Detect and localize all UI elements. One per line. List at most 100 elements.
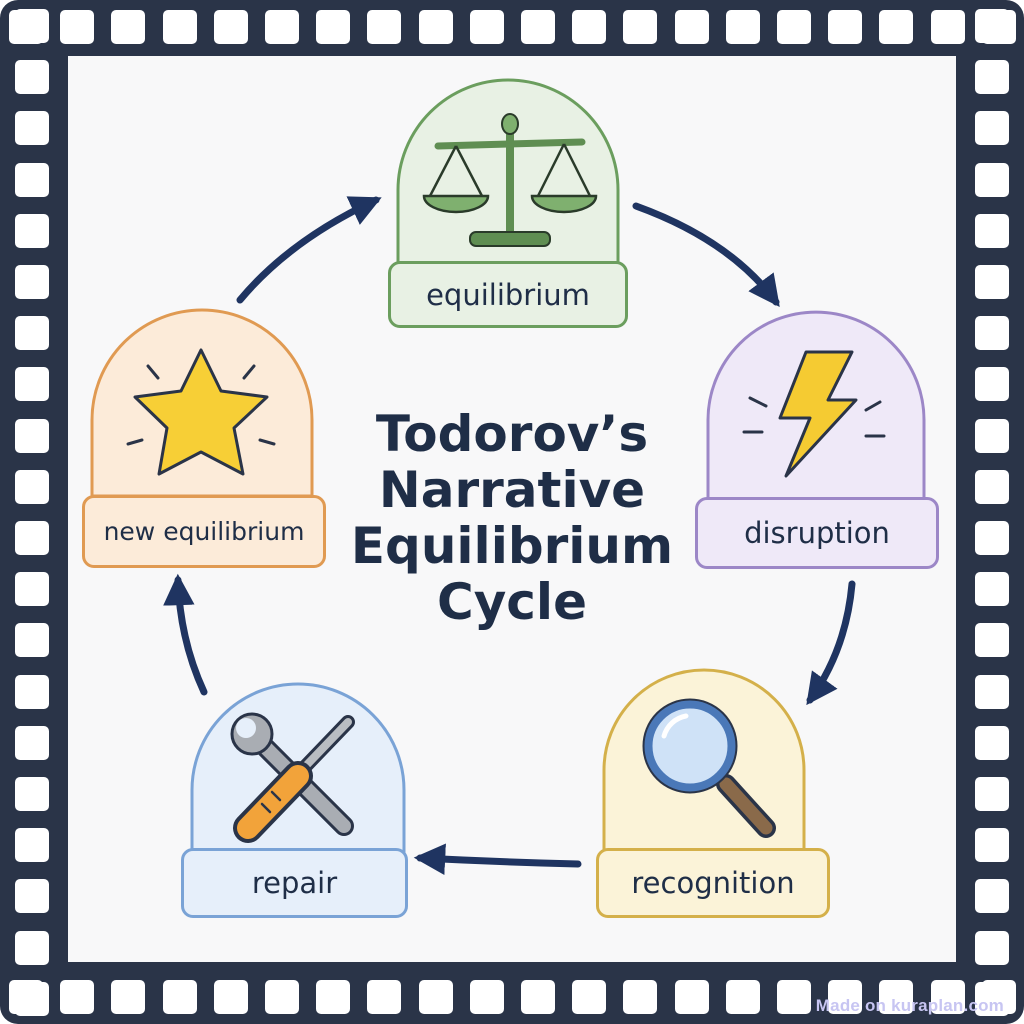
sprocket-hole [15, 419, 49, 453]
sprocket-hole [975, 419, 1009, 453]
sprocket-hole [111, 10, 145, 44]
title-line-1: Todorov’s [375, 405, 649, 463]
arrow-disruption-to-recognition [806, 580, 856, 706]
sprocket-hole [214, 980, 248, 1014]
sprocket-hole [975, 265, 1009, 299]
sprocket-hole [828, 980, 862, 1014]
sprocket-hole [316, 980, 350, 1014]
sprocket-hole [15, 9, 49, 43]
sprocket-hole [15, 777, 49, 811]
sprocket-hole [15, 828, 49, 862]
sprocket-hole [879, 980, 913, 1014]
repair-node [190, 682, 406, 858]
title-line-4: Cycle [437, 573, 587, 631]
sprocket-hole [975, 675, 1009, 709]
sprocket-hole [982, 10, 1016, 44]
new-equilibrium-node [90, 308, 314, 498]
wrench-screwdriver-icon [230, 712, 355, 843]
sprocket-hole [975, 521, 1009, 555]
sprocket-hole [975, 572, 1009, 606]
sprocket-hole [726, 980, 760, 1014]
disruption-node [706, 310, 926, 508]
sprocket-hole [777, 10, 811, 44]
sprocket-hole [675, 980, 709, 1014]
recognition-node [602, 668, 806, 858]
arrow-new-equilibrium-to-equilibrium [236, 196, 382, 304]
balance-scale-icon [422, 113, 598, 247]
sprocket-hole [675, 10, 709, 44]
sprocket-hole [265, 980, 299, 1014]
watermark: Made on kuraplan.com [815, 996, 1004, 1015]
new-equilibrium-label: new equilibrium [82, 495, 326, 568]
arrow-repair-to-new-equilibrium [163, 573, 208, 696]
sprocket-hole [15, 572, 49, 606]
sprocket-hole [931, 980, 965, 1014]
sprocket-hole [214, 10, 248, 44]
sprocket-hole [15, 726, 49, 760]
sprocket-hole [931, 10, 965, 44]
sprocket-hole [316, 10, 350, 44]
sprocket-hole [521, 980, 555, 1014]
sprocket-hole [15, 982, 49, 1016]
sprocket-hole [15, 111, 49, 145]
sprocket-hole [111, 980, 145, 1014]
equilibrium-label: equilibrium [388, 261, 628, 328]
sprocket-hole [623, 10, 657, 44]
sprocket-hole [367, 980, 401, 1014]
sprocket-hole [975, 931, 1009, 965]
sprocket-hole [975, 726, 1009, 760]
sprocket-hole [521, 10, 555, 44]
sprocket-hole [419, 980, 453, 1014]
sprocket-hole [367, 10, 401, 44]
sprocket-hole [470, 980, 504, 1014]
sprocket-hole [15, 879, 49, 913]
sprocket-hole [15, 521, 49, 555]
arrow-equilibrium-to-disruption [632, 202, 780, 308]
lightning-bolt-icon [742, 350, 886, 478]
sprocket-hole [15, 214, 49, 248]
equilibrium-node [396, 78, 620, 272]
sprocket-hole [975, 111, 1009, 145]
diagram-title: Todorov’s Narrative Equilibrium Cycle [312, 406, 712, 630]
sprocket-hole [726, 10, 760, 44]
star-icon [126, 348, 276, 476]
sprocket-hole [975, 777, 1009, 811]
sprocket-hole [60, 10, 94, 44]
sprocket-hole [572, 10, 606, 44]
sprocket-hole [470, 10, 504, 44]
sprocket-hole [15, 60, 49, 94]
film-sprocket-holes [9, 9, 1016, 1016]
sprocket-hole [15, 675, 49, 709]
cycle-arrows [163, 196, 856, 875]
sprocket-hole [777, 980, 811, 1014]
repair-label: repair [181, 848, 408, 918]
sprocket-hole [15, 316, 49, 350]
disruption-label: disruption [695, 497, 939, 569]
sprocket-hole [623, 980, 657, 1014]
sprocket-hole [975, 163, 1009, 197]
sprocket-hole [15, 163, 49, 197]
sprocket-hole [975, 623, 1009, 657]
sprocket-hole [975, 367, 1009, 401]
title-line-2: Narrative [378, 461, 646, 519]
sprocket-hole [975, 982, 1009, 1016]
arrow-recognition-to-repair [413, 843, 582, 875]
sprocket-hole [163, 980, 197, 1014]
sprocket-hole [419, 10, 453, 44]
sprocket-hole [975, 879, 1009, 913]
sprocket-hole [975, 828, 1009, 862]
sprocket-hole [15, 931, 49, 965]
sprocket-hole [879, 10, 913, 44]
sprocket-hole [15, 265, 49, 299]
sprocket-hole [975, 60, 1009, 94]
sprocket-hole [975, 214, 1009, 248]
magnifying-glass-icon [642, 698, 776, 838]
recognition-label: recognition [596, 848, 830, 918]
sprocket-hole [975, 470, 1009, 504]
sprocket-hole [163, 10, 197, 44]
sprocket-hole [265, 10, 299, 44]
sprocket-hole [975, 316, 1009, 350]
title-line-3: Equilibrium [350, 517, 674, 575]
sprocket-hole [15, 367, 49, 401]
